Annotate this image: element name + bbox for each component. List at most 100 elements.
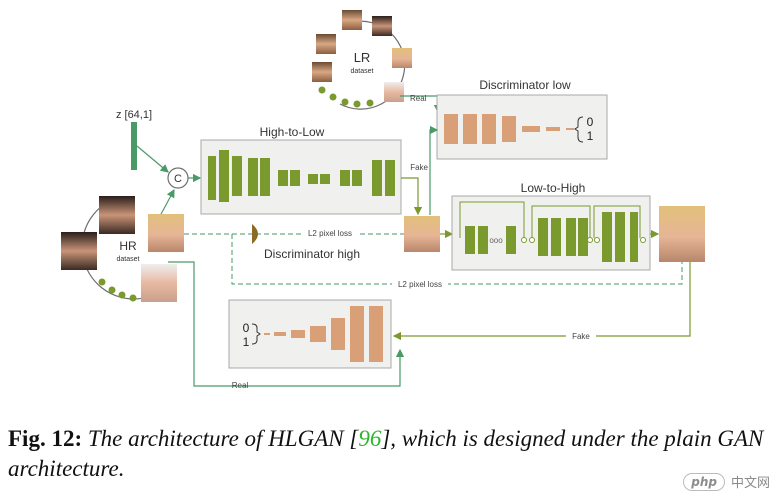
caption-text-after: ], which is designed under the plain GAN…	[8, 426, 764, 481]
z-noise-label: z [64,1]	[116, 109, 152, 121]
low-to-high-layer	[465, 226, 475, 254]
l2-loss-top-label-bg	[302, 227, 358, 239]
discriminator-high-marker	[252, 224, 258, 244]
lr-dataset-dot	[353, 100, 361, 108]
generated-hr-face	[659, 206, 705, 262]
discriminator-low-brace	[574, 116, 584, 143]
high-to-low-box	[200, 139, 402, 215]
lr-face-thumbnail	[312, 62, 332, 82]
l2-loss-bottom-label-bg	[392, 278, 448, 290]
hr-dataset-dot	[98, 278, 106, 286]
lr-face-thumbnail	[316, 34, 336, 54]
discriminator-low-layer	[546, 127, 560, 131]
discriminator-low-layer	[522, 126, 540, 132]
discriminator-low-layer	[566, 128, 574, 130]
caption-text-before: The architecture of HLGAN [	[87, 426, 359, 451]
discriminator-high-layer	[331, 318, 345, 350]
hr-to-concat-connector	[159, 188, 175, 217]
discriminator-high-layer	[310, 326, 326, 342]
discriminator-low-layer	[444, 114, 458, 144]
high-to-low-generator: High-to-Low	[200, 125, 402, 215]
discriminator-high-layer	[274, 332, 286, 336]
hlgan-architecture-diagram: LR dataset Real Discriminator low 0 1 z …	[61, 10, 705, 390]
skip-connection	[531, 205, 591, 238]
hr-dataset-subtitle: dataset	[117, 256, 140, 263]
lr-dataset-dot	[341, 98, 349, 106]
high-to-low-layer	[340, 170, 350, 186]
lr-face-thumbnail	[342, 10, 362, 30]
caption-label: Fig. 12:	[8, 426, 83, 451]
fake-lr-to-discriminator-connector	[429, 125, 439, 215]
high-to-low-layer	[352, 170, 362, 186]
high-to-low-title: High-to-Low	[260, 125, 325, 139]
high-to-low-layer	[290, 170, 300, 186]
skip-connection	[459, 201, 525, 238]
l2-loss-bottom-label: L2 pixel loss	[398, 280, 442, 289]
lr-dataset-dot	[366, 99, 374, 107]
high-to-low-output-connector	[401, 177, 423, 216]
hr-face-thumbnail	[61, 232, 97, 270]
caption-reference-link[interactable]: 96	[358, 426, 382, 451]
skip-add-node	[529, 237, 535, 243]
lr-dataset-subtitle: dataset	[351, 68, 374, 75]
real-hr-to-discriminator-connector	[168, 261, 405, 387]
discriminator-high-output-1: 1	[243, 335, 250, 349]
high-to-low-layer	[372, 160, 382, 196]
res-block-ellipsis: ooo	[489, 236, 503, 245]
hr-dataset: HR dataset	[61, 196, 184, 302]
discriminator-low-layer	[482, 114, 496, 144]
low-to-high-layer	[551, 218, 561, 256]
watermark-text: 中文网	[730, 476, 770, 491]
lr-dataset-dot	[329, 93, 337, 101]
hr-face-thumbnail	[99, 196, 135, 234]
concat-symbol: C	[174, 173, 182, 185]
discriminator-low-layer	[463, 114, 477, 144]
discriminator-high-panel: 0 1	[228, 299, 392, 369]
low-to-high-layer	[538, 218, 548, 256]
discriminator-low-title: Discriminator low	[479, 78, 571, 92]
watermark: php 中文网	[683, 472, 770, 491]
fake-bottom-label-bg	[566, 330, 596, 342]
discriminator-high-layer	[264, 333, 270, 335]
lr-dataset-dot	[318, 86, 326, 94]
high-to-low-layer	[260, 158, 270, 196]
low-to-high-layer	[615, 212, 625, 262]
hr-dataset-dot	[129, 294, 137, 302]
high-to-low-layer	[232, 156, 242, 196]
high-to-low-layer	[278, 170, 288, 186]
low-to-high-layer	[506, 226, 516, 254]
lr-dataset: LR dataset	[312, 10, 412, 110]
low-to-high-layer	[602, 212, 612, 262]
discriminator-high-layer	[291, 330, 305, 338]
discriminator-low-layer	[502, 116, 516, 142]
discriminator-high-title: Discriminator high	[264, 247, 360, 261]
low-to-high-layer	[478, 226, 488, 254]
lr-face-thumbnail	[392, 48, 412, 68]
skip-add-node	[587, 237, 593, 243]
discriminator-low-panel: Discriminator low 0 1	[436, 78, 608, 160]
hr-dataset-dot	[108, 286, 116, 294]
l2-loss-bottom-connector	[231, 234, 683, 285]
skip-add-node	[594, 237, 600, 243]
discriminator-high-output-0: 0	[243, 321, 250, 335]
lr-face-thumbnail	[384, 82, 404, 102]
l2-loss-top-label: L2 pixel loss	[308, 229, 352, 238]
real-top-label: Real	[410, 94, 427, 103]
z-noise-vector	[131, 122, 137, 170]
real-bottom-label: Real	[232, 381, 249, 390]
lr-dataset-title: LR	[354, 50, 371, 65]
hr-dataset-dot	[118, 291, 126, 299]
php-logo-icon: php	[683, 472, 725, 491]
skip-add-node	[521, 237, 527, 243]
low-to-high-layer	[566, 218, 576, 256]
generated-lr-face	[404, 216, 440, 252]
high-to-low-layer	[248, 158, 258, 196]
fake-hr-to-discriminator-connector	[392, 262, 691, 341]
skip-connection	[593, 205, 641, 238]
discriminator-low-output-1: 1	[587, 129, 594, 143]
lr-face-thumbnail	[372, 16, 392, 36]
high-to-low-layer	[308, 174, 318, 184]
figure-caption: Fig. 12: The architecture of HLGAN [96],…	[8, 424, 770, 484]
z-to-concat-connector	[136, 145, 169, 173]
high-to-low-layer	[320, 174, 330, 184]
